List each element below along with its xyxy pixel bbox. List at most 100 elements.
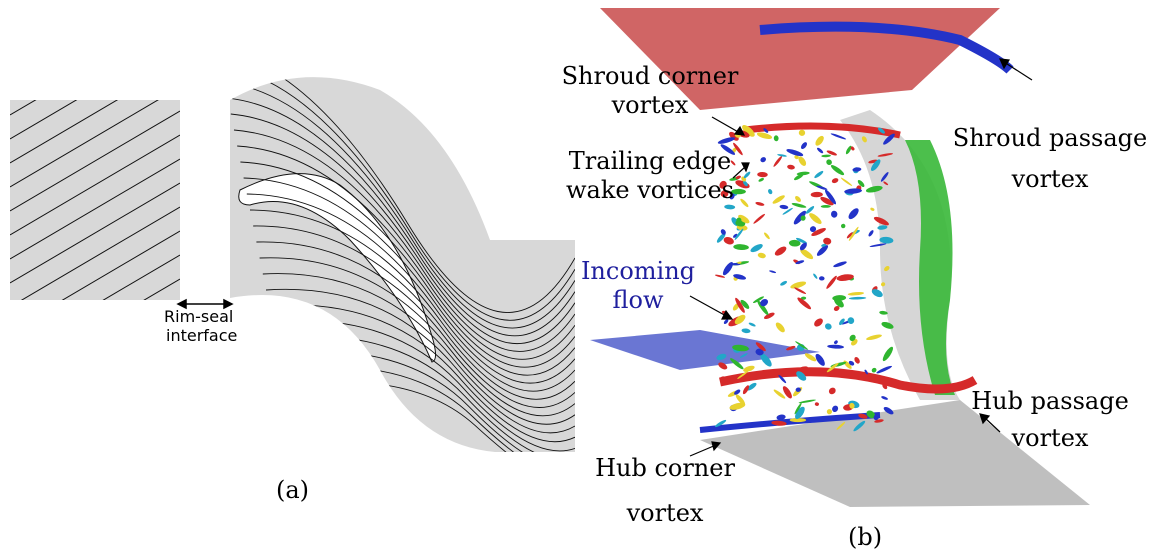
shroud-passage-vortex [759,21,1014,74]
wake-vortex [774,246,787,256]
wake-vortex [821,243,827,247]
wake-vortex [880,282,886,287]
hub-passage-label-line2: vortex [1011,424,1089,452]
wake-vortex [720,144,736,155]
wake-vortex [735,297,745,313]
wake-vortex [804,353,817,362]
wake-vortex [848,360,855,366]
wake-vortex [735,175,741,180]
blade-profile [238,173,436,363]
wake-vortex [738,214,750,224]
wake-vortex [757,300,769,316]
wake-vortex [763,128,769,133]
panel-b-tag: (b) [848,523,883,551]
wake-vortex [876,365,892,374]
wake-vortex [733,274,747,280]
wake-vortex [742,180,748,187]
wake-vortex [879,310,888,315]
wake-vortex [815,135,824,146]
hub-corner-label-line2: vortex [626,499,704,527]
panel-b-graphics [590,8,1090,507]
passage-streamline [233,129,575,352]
wake-vortex [714,274,726,278]
wake-vortex [782,386,792,399]
wake-vortex [743,171,751,179]
wake-vortex [846,232,853,239]
wake-vortex [743,365,755,372]
wake-vortex [883,133,895,145]
panel-a-graphics [10,77,575,452]
wake-vortex [848,208,859,220]
wake-vortex [760,157,766,163]
wake-vortex [775,322,785,333]
wake-vortex [793,173,804,181]
wake-vortex [805,206,815,214]
wake-vortex [724,204,736,210]
wake-vortex [794,402,802,415]
wake-vortex [826,159,832,165]
passage-streamline [259,257,575,417]
wake-vortex [833,261,847,268]
panel-a-tag: (a) [276,476,310,504]
wake-vortex [839,318,845,326]
inlet-streamline [10,351,180,451]
wake-vortex [782,207,793,215]
wake-vortex [760,353,772,367]
wake-vortex [734,228,744,240]
wake-vortex [836,274,854,281]
wake-vortex [763,312,775,320]
wake-vortex [826,275,837,289]
wake-vortex [816,147,824,154]
wake-vortex [718,362,728,370]
inlet-streamline [20,206,180,300]
wake-vortex [748,322,756,327]
wake-vortex [795,260,805,265]
wake-vortex [779,204,789,210]
inlet-streamline [10,303,180,403]
wake-vortex [824,323,832,330]
wake-vortex [742,125,755,137]
wake-vortex [786,345,796,351]
wake-vortex [853,420,866,432]
wake-vortex [796,171,810,176]
wake-vortex [735,180,750,189]
wake-vortex [732,344,749,352]
passage-streamline [265,288,575,434]
wake-vortex [869,243,887,247]
wake-vortex [800,142,808,150]
passage-streamline [230,97,575,337]
wake-vortex [729,131,739,141]
wake-vortex [796,371,807,381]
wake-vortex [788,239,801,247]
wake-vortex [771,420,787,426]
wake-vortex [746,382,757,391]
wake-vortex [883,181,889,186]
wake-vortex [830,165,845,176]
wake-vortex [723,236,734,245]
wake-vortex [857,180,865,187]
wake-vortex [845,145,852,155]
wake-vortex [793,210,807,225]
wake-vortex [755,348,764,356]
inlet-streamline [143,278,180,300]
inlet-streamline [10,100,78,140]
inlet-streamline [10,182,180,284]
wake-vortex [820,204,831,208]
wake-vortex [873,216,889,226]
wake-vortex [757,252,766,259]
wake-vortex [870,207,875,211]
wake-vortex [787,164,795,170]
wake-vortex [849,402,855,409]
wake-vortex [798,366,808,372]
inlet-streamline [10,100,159,188]
wake-vortex [798,156,807,166]
wake-vortex [830,210,838,218]
wake-vortex [850,146,855,151]
shroud-passage-label-line2: vortex [1011,165,1089,193]
wake-vortex [755,201,765,206]
wake-vortex [729,402,746,410]
wake-vortex [834,340,838,345]
wake-vortex [810,191,823,198]
wake-vortex [740,299,750,309]
